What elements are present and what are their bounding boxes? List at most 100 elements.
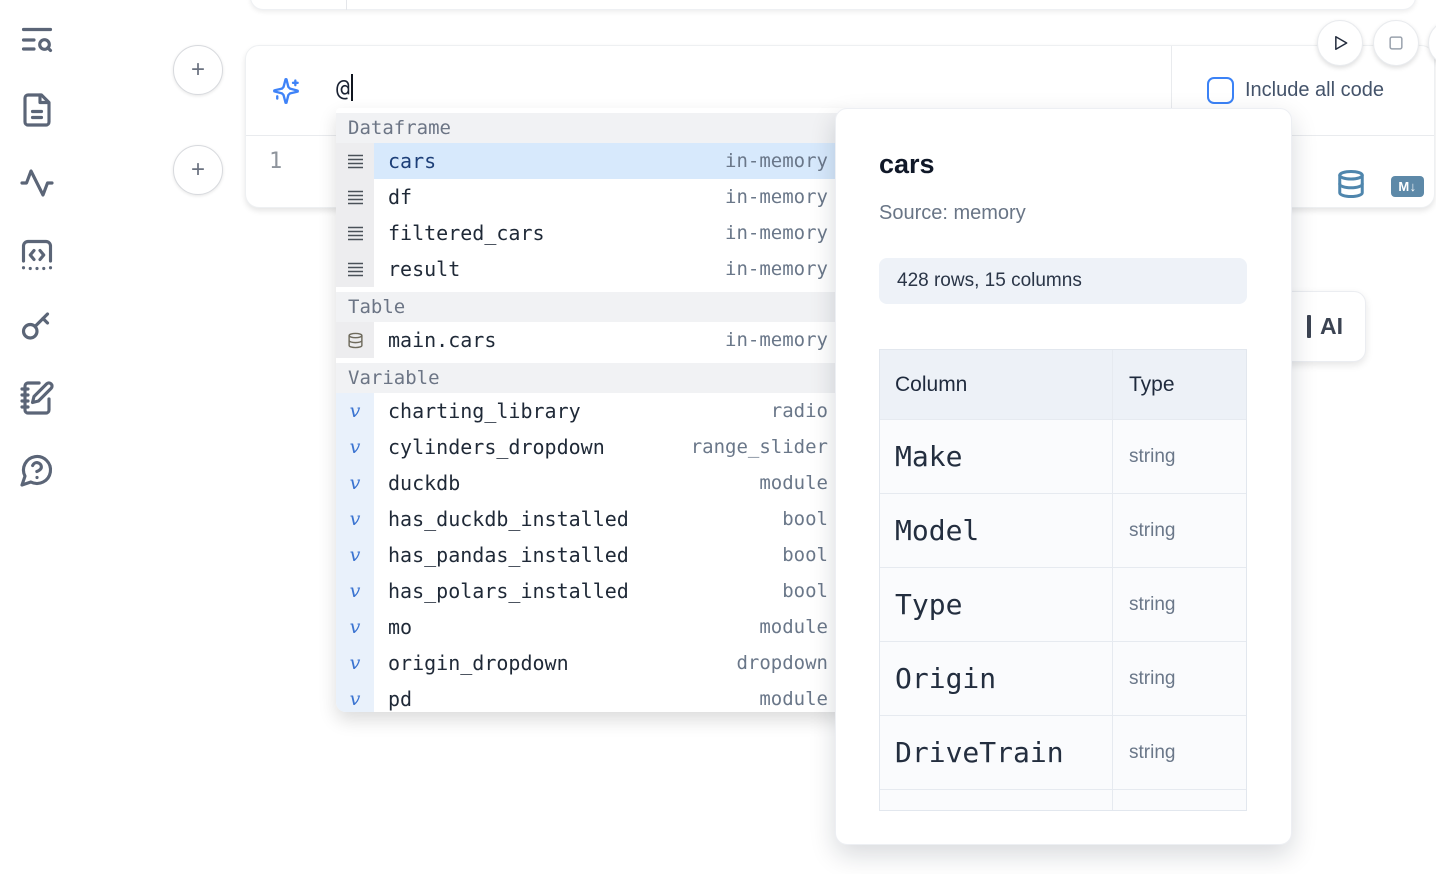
autocomplete-item[interactable]: v charting_library radio bbox=[336, 393, 846, 429]
database-connect-icon[interactable] bbox=[1336, 165, 1366, 203]
column-name: Type bbox=[895, 588, 963, 621]
variable-icon: v bbox=[349, 580, 361, 602]
divider bbox=[1171, 46, 1172, 135]
stop-cell-button[interactable] bbox=[1373, 20, 1419, 66]
item-name: origin_dropdown bbox=[388, 651, 569, 675]
menu-rows-icon bbox=[347, 262, 363, 276]
variable-icon: v bbox=[349, 544, 361, 566]
item-type: module bbox=[759, 688, 828, 710]
autocomplete-item[interactable]: v origin_dropdown dropdown bbox=[336, 645, 846, 681]
item-name: mo bbox=[388, 615, 413, 639]
autocomplete-item[interactable]: filtered_cars in-memory bbox=[336, 215, 846, 251]
type-header: Type bbox=[1129, 372, 1175, 396]
schema-table-row: DriveTrain string bbox=[880, 716, 1246, 790]
preview-source: Source: memory bbox=[879, 202, 1026, 224]
schema-table-row: Origin string bbox=[880, 642, 1246, 716]
column-type: string bbox=[1129, 741, 1176, 763]
autocomplete-item[interactable]: v cylinders_dropdown range_slider bbox=[336, 429, 846, 465]
item-name: df bbox=[388, 185, 413, 209]
item-type: in-memory bbox=[725, 329, 828, 351]
dataframe-preview-popup: cars Source: memory 428 rows, 15 columns… bbox=[835, 108, 1292, 845]
previous-cell-edge bbox=[250, 0, 1416, 10]
schema-table-header: Column Type bbox=[880, 350, 1246, 420]
line-number: 1 bbox=[269, 149, 283, 174]
add-cell-button-bottom[interactable]: + bbox=[173, 145, 223, 195]
run-cell-button[interactable] bbox=[1317, 20, 1363, 66]
item-type: radio bbox=[770, 400, 828, 422]
help-chat-icon[interactable] bbox=[19, 452, 55, 488]
file-document-icon[interactable] bbox=[19, 92, 55, 128]
autocomplete-item[interactable]: cars in-memory bbox=[336, 143, 846, 179]
include-all-code-checkbox[interactable] bbox=[1207, 77, 1234, 104]
text-search-icon[interactable] bbox=[19, 22, 55, 58]
column-name: DriveTrain bbox=[895, 736, 1064, 769]
ai-sparkles-icon bbox=[272, 77, 300, 105]
ai-button-label: AI bbox=[1320, 313, 1343, 339]
autocomplete-item[interactable]: main.cars in-memory bbox=[336, 322, 846, 358]
autocomplete-item[interactable]: result in-memory bbox=[336, 251, 846, 287]
item-type: in-memory bbox=[725, 186, 828, 208]
autocomplete-item[interactable]: v has_pandas_installed bool bbox=[336, 537, 846, 573]
preview-title: cars bbox=[879, 149, 935, 179]
item-name: filtered_cars bbox=[388, 221, 545, 245]
item-name: cars bbox=[388, 149, 437, 173]
column-name: Origin bbox=[895, 662, 997, 695]
activity-icon[interactable] bbox=[19, 165, 55, 201]
autocomplete-item[interactable]: v mo module bbox=[336, 609, 846, 645]
key-icon[interactable] bbox=[19, 308, 55, 344]
variable-icon: v bbox=[349, 472, 361, 494]
item-name: cylinders_dropdown bbox=[388, 435, 605, 459]
autocomplete-dropdown: Dataframe cars in-memory df in-memory fi… bbox=[336, 108, 846, 712]
item-name: charting_library bbox=[388, 399, 581, 423]
database-icon bbox=[347, 332, 363, 348]
column-type: string bbox=[1129, 519, 1176, 541]
ai-prompt-input[interactable]: @ bbox=[336, 74, 353, 102]
autocomplete-item[interactable]: v duckdb module bbox=[336, 465, 846, 501]
item-type: bool bbox=[782, 544, 828, 566]
stop-square-icon bbox=[1389, 36, 1403, 50]
autocomplete-item[interactable]: df in-memory bbox=[336, 179, 846, 215]
gutter-divider bbox=[346, 0, 347, 10]
variable-icon: v bbox=[349, 508, 361, 530]
schema-table-row: Type string bbox=[880, 568, 1246, 642]
autocomplete-item[interactable]: v pd module bbox=[336, 681, 846, 712]
autocomplete-section-header: Dataframe bbox=[336, 113, 846, 143]
item-type: in-memory bbox=[725, 222, 828, 244]
column-type: string bbox=[1129, 593, 1176, 615]
schema-table: Column Type Make string Model string Typ… bbox=[879, 349, 1247, 811]
markdown-convert-icon[interactable]: M↓ bbox=[1391, 176, 1424, 197]
item-type: bool bbox=[782, 508, 828, 530]
item-name: has_duckdb_installed bbox=[388, 507, 629, 531]
schema-table-row bbox=[880, 790, 1246, 810]
code-snippet-icon[interactable] bbox=[19, 237, 55, 273]
autocomplete-item[interactable]: v has_polars_installed bool bbox=[336, 573, 846, 609]
item-type: module bbox=[759, 616, 828, 638]
schema-table-row: Make string bbox=[880, 420, 1246, 494]
item-name: main.cars bbox=[388, 328, 497, 352]
column-name: Make bbox=[895, 440, 963, 473]
item-name: has_polars_installed bbox=[388, 579, 629, 603]
menu-rows-icon bbox=[347, 190, 363, 204]
item-type: module bbox=[759, 472, 828, 494]
item-name: duckdb bbox=[388, 471, 461, 495]
menu-rows-icon bbox=[347, 226, 363, 240]
menu-rows-icon bbox=[347, 154, 363, 168]
add-cell-button-top[interactable]: + bbox=[173, 45, 223, 95]
autocomplete-item[interactable]: v has_duckdb_installed bool bbox=[336, 501, 846, 537]
variable-icon: v bbox=[349, 436, 361, 458]
column-type: string bbox=[1129, 667, 1176, 689]
column-type: string bbox=[1129, 445, 1176, 467]
variable-icon: v bbox=[349, 688, 361, 710]
item-type: in-memory bbox=[725, 150, 828, 172]
play-icon bbox=[1335, 36, 1348, 50]
include-all-code-label: Include all code bbox=[1245, 79, 1384, 101]
item-type: range_slider bbox=[690, 436, 828, 458]
notebook-pen-icon[interactable] bbox=[19, 380, 55, 416]
item-type: bool bbox=[782, 580, 828, 602]
column-header: Column bbox=[880, 350, 1113, 419]
column-name: Model bbox=[895, 514, 980, 547]
text-cursor bbox=[350, 74, 353, 101]
item-name: has_pandas_installed bbox=[388, 543, 629, 567]
item-type: dropdown bbox=[736, 652, 828, 674]
item-type: in-memory bbox=[725, 258, 828, 280]
